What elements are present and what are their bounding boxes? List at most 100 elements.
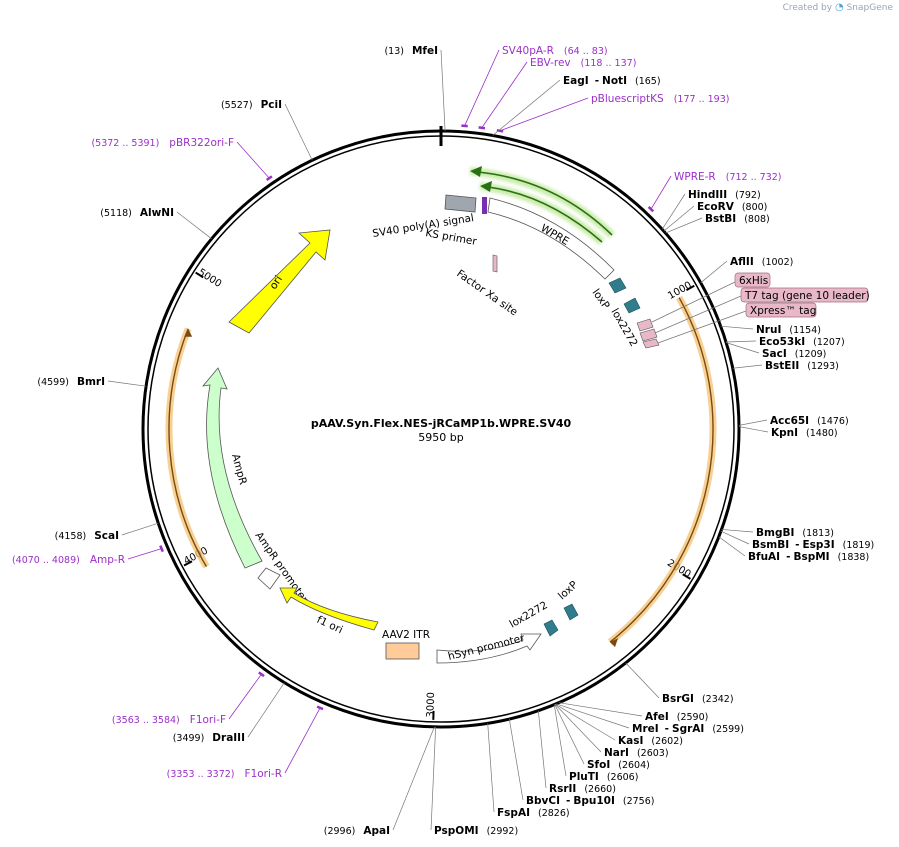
ampr-promoter-feature[interactable] [257,567,281,590]
site-name: KasI [618,735,643,747]
site-pluti[interactable]: PluTI(2606) [569,771,638,783]
site-pos: (4599) [37,377,69,388]
hsyn-feature[interactable] [436,633,542,664]
primer-mark-ebv-rev[interactable] [478,126,486,130]
site-name: AfeI [645,711,669,723]
primer-mark-pbr322ori-f[interactable] [265,175,273,182]
f1-ori-feature[interactable] [279,587,379,631]
tag-xpress[interactable]: Xpress™ tag [657,302,816,344]
primer-pbr322ori-f[interactable]: (5372 .. 5391)pBR322ori-F [91,137,234,149]
orf-arc-left[interactable] [168,328,208,568]
primer-ebv-rev[interactable]: EBV-rev(118 .. 137) [530,57,636,69]
credit-brand: SnapGene [846,3,893,13]
site-bbvci-bpu10i[interactable]: BbvCI-Bpu10I(2756) [526,795,654,807]
site-saci[interactable]: SacI(1209) [762,348,826,360]
ks-primer-feature[interactable] [482,197,487,214]
site-alwni[interactable]: (5118)AlwNI [100,207,174,219]
orf-arc-right[interactable] [609,297,714,643]
primer-wpre-r[interactable]: WPRE-R(712 .. 732) [674,171,782,183]
primer-mark-f1ori-r[interactable] [316,705,324,711]
site-bmri[interactable]: (4599)BmrI [37,376,105,388]
primer-mark-f1ori-f[interactable] [258,671,265,678]
aav2-itr-feature[interactable] [385,642,420,660]
wpre-feature[interactable] [487,197,615,280]
site-apai[interactable]: (2996)ApaI [324,825,390,837]
site-nrui[interactable]: NruI(1154) [756,324,821,336]
primer-f1ori-f[interactable]: (3563 .. 3584)F1ori-F [112,714,226,726]
site-bsmbi-esp3i[interactable]: BsmBI-Esp3I(1819) [752,539,874,551]
site-separator: - [795,539,799,551]
site-name: KpnI [771,427,798,439]
site-sfoi[interactable]: SfoI(2604) [587,759,650,771]
tag-6xhis[interactable]: 6xHis [651,272,771,323]
primer-pos: (5372 .. 5391) [91,138,159,149]
loxp-site-1[interactable] [608,277,627,294]
site-mrei-sgrai[interactable]: MreI-SgrAI(2599) [632,723,744,735]
site-scai[interactable]: (4158)ScaI [55,530,119,542]
leader-kasi [555,703,616,741]
site-eagi-noti[interactable]: EagI-NotI(165) [563,75,661,87]
loxp-site-2[interactable] [563,603,579,621]
site-pos: (1293) [807,361,839,372]
site-pspomi[interactable]: PspOMI(2992) [434,825,518,837]
leader-saci [726,342,760,354]
primer-pos: (3353 .. 3372) [167,769,235,780]
primer-mark-wpre-r[interactable] [647,206,655,213]
ks-primer-label: KS primer [424,227,478,248]
site-name: PspOMI [434,825,479,837]
tag-mark-6xhis[interactable] [636,318,654,332]
primer-mark-pbluescriptks[interactable] [496,128,504,133]
primer-leader-ebv-rev [481,61,528,128]
site-draiii[interactable]: (3499)DraIII [173,732,245,744]
site-kasi[interactable]: KasI(2602) [618,735,683,747]
leader-mfei [440,49,446,132]
site-pos: (2590) [677,712,709,723]
lox2272-site-2[interactable] [543,619,559,637]
site-name: Eco53kI [759,336,805,348]
lox2272-site-1[interactable] [623,297,641,314]
site-acc65i[interactable]: Acc65I(1476) [770,415,849,427]
site-bmgbi[interactable]: BmgBI(1813) [756,527,834,539]
primer-amp-r[interactable]: (4070 .. 4089)Amp-R [12,554,125,566]
site-nari[interactable]: NarI(2603) [604,747,669,759]
primer-pos: (4070 .. 4089) [12,555,80,566]
site-kpni[interactable]: KpnI(1480) [771,427,838,439]
site-eco53ki[interactable]: Eco53kI(1207) [759,336,845,348]
primer-mark-amp-r[interactable] [159,545,164,553]
site-rsrii[interactable]: RsrII(2660) [549,783,616,795]
site-aflii[interactable]: AflII(1002) [730,256,793,268]
site-bsrgi[interactable]: BsrGI(2342) [662,693,734,705]
site-bfuai-bspmi[interactable]: BfuAI-BspMI(1838) [748,551,869,563]
leader-pluti [553,704,567,777]
site-fspai[interactable]: FspAI(2826) [497,807,570,819]
primer-f1ori-r[interactable]: (3353 .. 3372)F1ori-R [167,768,282,780]
site-mfei[interactable]: (13)MfeI [384,45,438,57]
site-ecorv[interactable]: EcoRV(800) [697,201,767,213]
site-hindiii[interactable]: HindIII(792) [688,189,761,201]
site-bstbi[interactable]: BstBI(808) [705,213,770,225]
site-name: BsmBI [752,539,789,551]
site-name: AlwNI [140,207,174,219]
primer-pbluescriptks[interactable]: pBluescriptKS(177 .. 193) [591,93,729,105]
primer-pos: (64 .. 83) [564,46,608,57]
primer-name: SV40pA-R [502,45,554,57]
tag-mark-t7[interactable] [639,328,658,342]
tag-mark-xpress[interactable] [642,338,660,349]
site-bsteii[interactable]: BstEII(1293) [765,360,839,372]
sv40-polya-feature[interactable] [444,194,477,213]
site-afei[interactable]: AfeI (2590) [645,711,708,723]
factor-xa-feature[interactable] [492,254,498,273]
tag-t7-label: T7 tag (gene 10 leader) [744,290,870,302]
ampr-feature[interactable] [202,367,263,569]
primer-sv40pa-r[interactable]: SV40pA-R (64 .. 83) [502,45,608,57]
site-name: NruI [756,324,781,336]
site-pos: (3499) [173,733,205,744]
tag-t7[interactable]: T7 tag (gene 10 leader) [654,287,870,334]
site-pos: (792) [735,190,761,201]
primer-leader-sv40pa-r [464,49,500,127]
ori-feature[interactable] [228,229,331,334]
leader-pcii [284,103,313,161]
site-pcii[interactable]: (5527)PciI [221,99,282,111]
site-name: FspAI [497,807,530,819]
leader-ecorv [663,205,695,232]
